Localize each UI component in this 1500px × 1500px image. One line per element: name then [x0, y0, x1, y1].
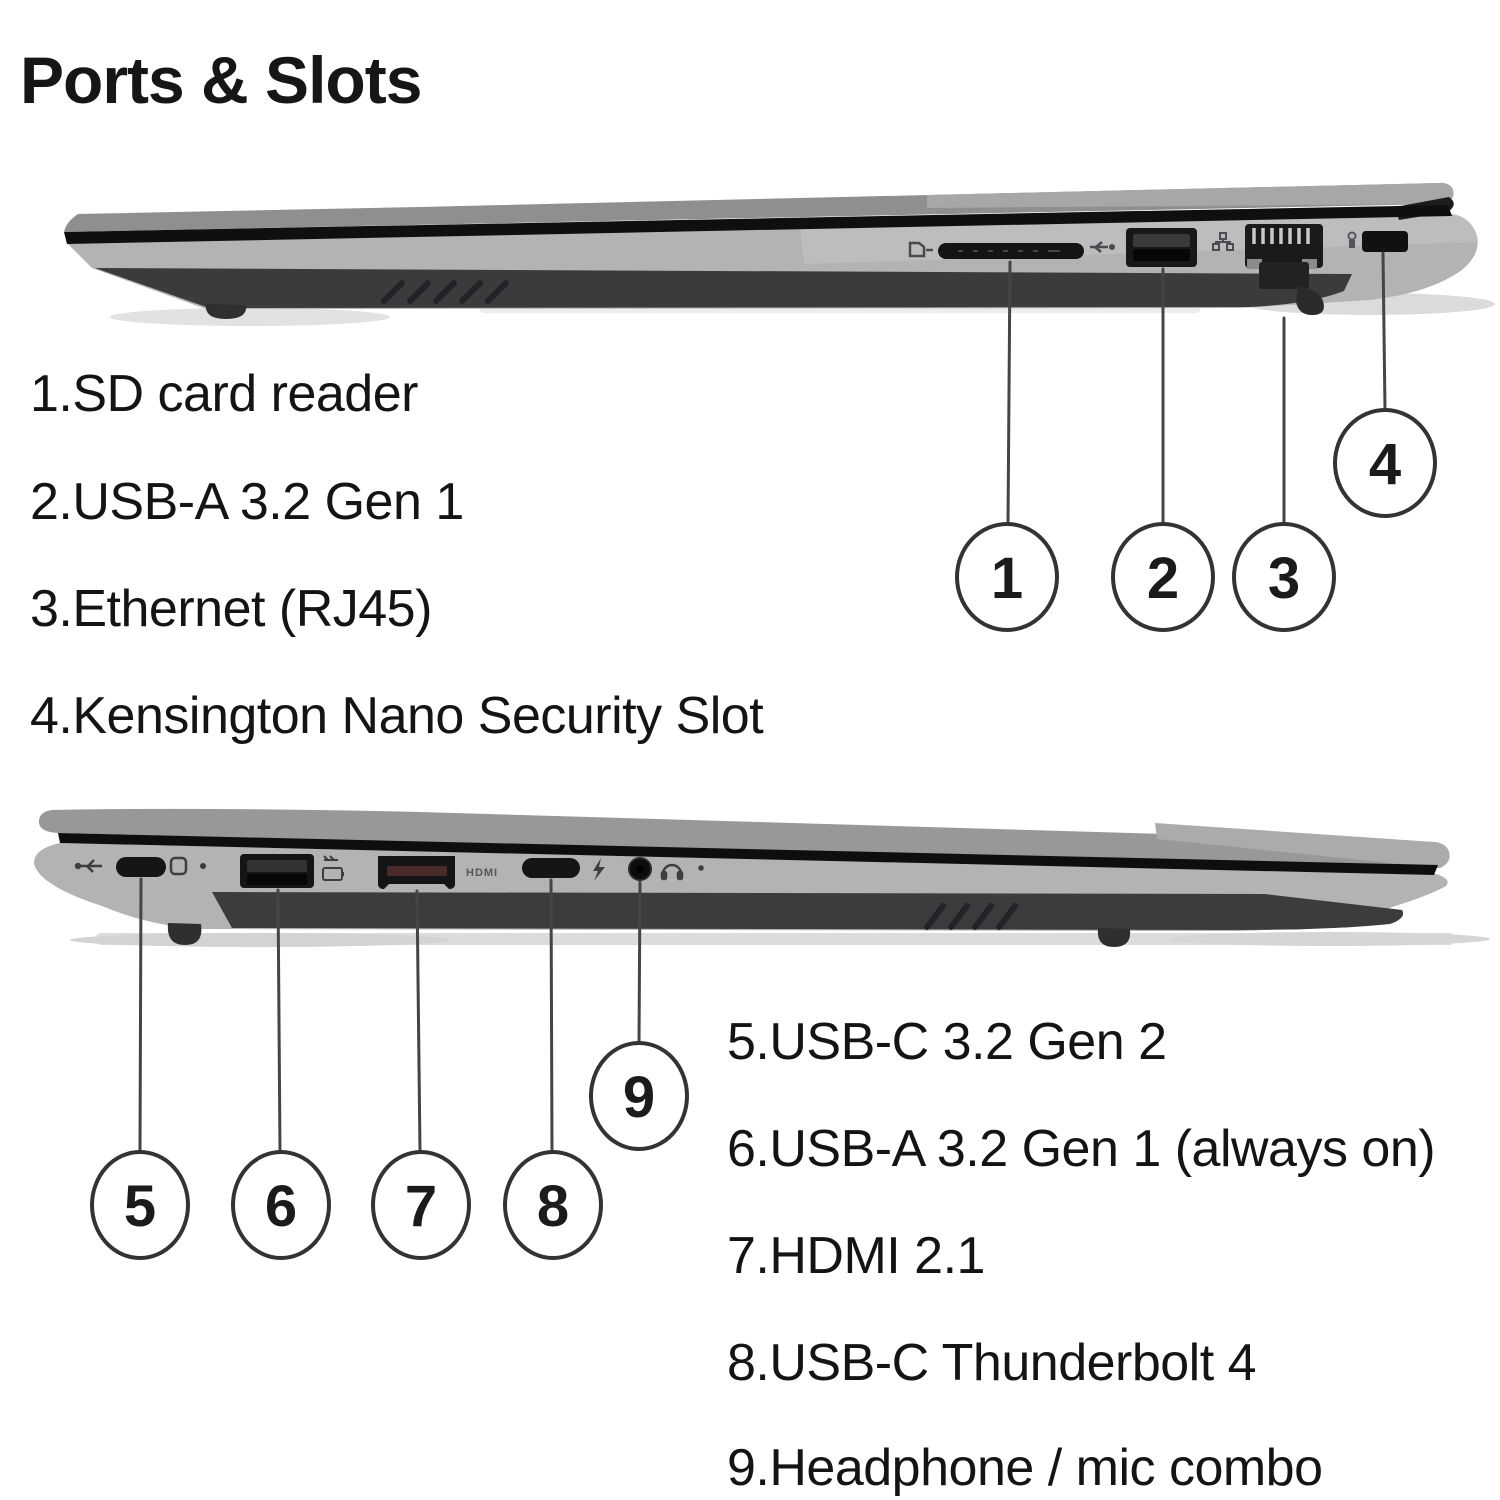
- lightning-icon: [593, 858, 605, 881]
- lid-gap: [64, 205, 1452, 244]
- callout-number-1: 1: [991, 546, 1023, 611]
- usb-a-port-right: [1090, 228, 1197, 267]
- usb-trident-icon: [74, 859, 102, 873]
- mic-dot: [698, 865, 704, 871]
- list-item-usb-c: 5.USB-C 3.2 Gen 2: [727, 1013, 1167, 1071]
- callout-circles-bottom: 5 6 7 8 9: [90, 1041, 689, 1260]
- lid-gap: [58, 833, 1438, 875]
- callout-number-3: 3: [1268, 546, 1300, 611]
- callout-circle-1: [955, 522, 1059, 632]
- callout-circle-5: [90, 1150, 190, 1260]
- laptop-lid-light: [1155, 823, 1450, 868]
- callout-number-7: 7: [405, 1174, 437, 1239]
- callout-line-1: [1006, 260, 1012, 526]
- list-item-hdmi: 7.HDMI 2.1: [727, 1227, 985, 1285]
- callout-circle-2: [1111, 522, 1215, 632]
- lock-icon: [1347, 231, 1357, 248]
- power-icon: [169, 856, 188, 876]
- callout-line-4: [1381, 251, 1387, 412]
- laptop-right-side-view: [64, 182, 1495, 326]
- callout-line-6: [276, 888, 282, 1154]
- laptop-lid: [38, 808, 1450, 868]
- hdmi-marking: HDMI: [466, 867, 498, 879]
- shadow-hinge: [1170, 932, 1490, 946]
- list-item-usb-a-always-on: 6.USB-A 3.2 Gen 1 (always on): [727, 1120, 1436, 1178]
- rubber-foot-rear: [1097, 928, 1131, 947]
- vent-grill: [381, 280, 509, 304]
- callout-line-9: [637, 880, 642, 1046]
- callout-number-2: 2: [1147, 546, 1179, 611]
- rubber-foot: [205, 304, 247, 319]
- list-item-ethernet: 3.Ethernet (RJ45): [30, 580, 432, 638]
- callout-circles-top: 1 2 3 4: [955, 408, 1437, 632]
- rubber-foot-front: [167, 923, 202, 945]
- usb-c-port: [74, 856, 206, 877]
- led-dot: [200, 863, 206, 869]
- thunderbolt-port: [522, 858, 605, 881]
- usb-a-port-left: [240, 854, 344, 888]
- callout-circle-8: [503, 1150, 603, 1260]
- hdmi-port: HDMI: [378, 856, 498, 889]
- ethernet-port: [1212, 224, 1324, 316]
- list-item-usb-a: 2.USB-A 3.2 Gen 1: [30, 473, 464, 531]
- usb-ss-icon: [1090, 241, 1116, 253]
- headphone-jack: [628, 857, 704, 881]
- callout-circle-3: [1232, 522, 1336, 632]
- list-item-kensington: 4.Kensington Nano Security Slot: [30, 687, 764, 745]
- shadow-left: [110, 308, 390, 326]
- list-item-headphone: 9.Headphone / mic combo: [727, 1439, 1323, 1497]
- callouts-top: [1006, 251, 1387, 526]
- shadow-front: [70, 933, 450, 947]
- callout-line-5: [138, 877, 143, 1154]
- ethernet-latch-foot: [1296, 286, 1324, 316]
- callout-line-7: [415, 889, 422, 1154]
- callout-circle-9: [589, 1041, 689, 1151]
- battery-icon: [322, 855, 344, 881]
- headset-icon: [660, 863, 684, 881]
- laptop-left-side-view: HDMI: [33, 808, 1490, 947]
- sd-card-icon: [908, 241, 933, 258]
- sd-card-slot: [908, 241, 1084, 259]
- callout-number-9: 9: [623, 1065, 655, 1130]
- callout-circle-7: [371, 1150, 471, 1260]
- callout-line-8: [549, 878, 554, 1154]
- ethernet-icon: [1212, 232, 1234, 251]
- list-item-thunderbolt: 8.USB-C Thunderbolt 4: [727, 1334, 1257, 1392]
- callout-circle-4: [1333, 408, 1437, 518]
- callout-number-8: 8: [537, 1174, 569, 1239]
- vent-grill: [924, 903, 1018, 930]
- callout-number-5: 5: [124, 1174, 156, 1239]
- kensington-slot: [1347, 231, 1408, 252]
- list-item-sd-card-reader: 1.SD card reader: [30, 365, 418, 423]
- callouts-bottom: [138, 877, 642, 1154]
- laptop-lid-light: [927, 182, 1454, 208]
- callout-number-4: 4: [1369, 432, 1401, 497]
- laptop-base: [212, 892, 1404, 930]
- callout-circle-6: [231, 1150, 331, 1260]
- callout-number-6: 6: [265, 1174, 297, 1239]
- page-title: Ports & Slots: [20, 43, 422, 117]
